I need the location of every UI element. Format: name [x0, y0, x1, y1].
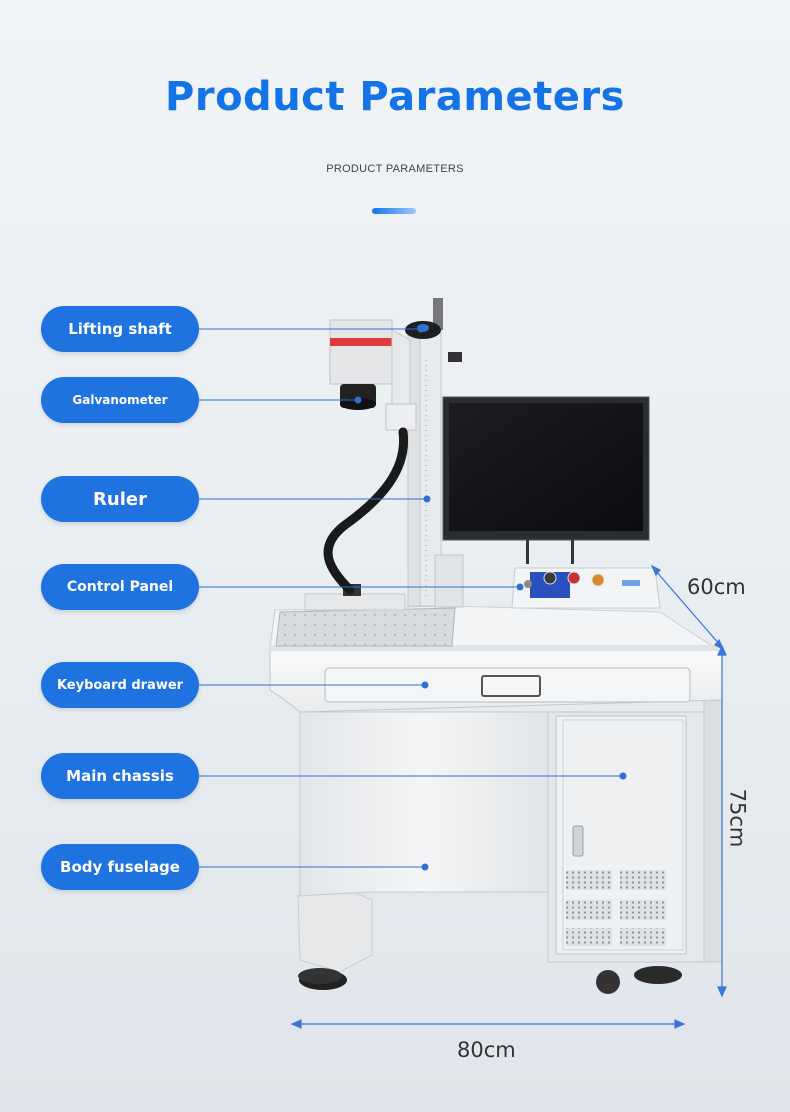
label-ruler-text: Ruler: [93, 488, 147, 510]
machine-column: [407, 298, 464, 608]
label-keyboard-drawer: Keyboard drawer: [41, 662, 199, 708]
label-control-panel: Control Panel: [41, 564, 199, 610]
label-galvanometer: Galvanometer: [41, 377, 199, 423]
label-lifting-shaft-text: Lifting shaft: [68, 320, 172, 338]
title-accent-bar: [372, 208, 416, 214]
control-panel-device: [511, 567, 661, 609]
label-control-panel-text: Control Panel: [66, 579, 174, 595]
label-main-chassis-text: Main chassis: [66, 767, 174, 785]
label-galvanometer-text: Galvanometer: [72, 393, 168, 407]
leader-lines: [80, 325, 627, 871]
label-lifting-shaft: Lifting shaft: [41, 306, 199, 352]
label-ruler: Ruler: [41, 476, 199, 522]
dimension-depth: 60cm: [687, 575, 746, 599]
label-body-fuselage: Body fuselage: [41, 844, 199, 890]
dimension-lines: [290, 564, 727, 1029]
fiber-cable: [323, 427, 409, 595]
label-keyboard-drawer-text: Keyboard drawer: [56, 677, 184, 693]
page-title: Product Parameters: [165, 74, 625, 120]
dimension-height: 75cm: [725, 788, 750, 848]
left-foot: [297, 887, 373, 990]
machine-base: [299, 649, 723, 994]
label-main-chassis: Main chassis: [41, 753, 199, 799]
monitor: [442, 396, 650, 564]
label-body-fuselage-text: Body fuselage: [60, 858, 180, 876]
page-subtitle: PRODUCT PARAMETERS: [326, 163, 464, 175]
machine-table-top: [269, 584, 723, 713]
dimension-width: 80cm: [457, 1038, 516, 1062]
